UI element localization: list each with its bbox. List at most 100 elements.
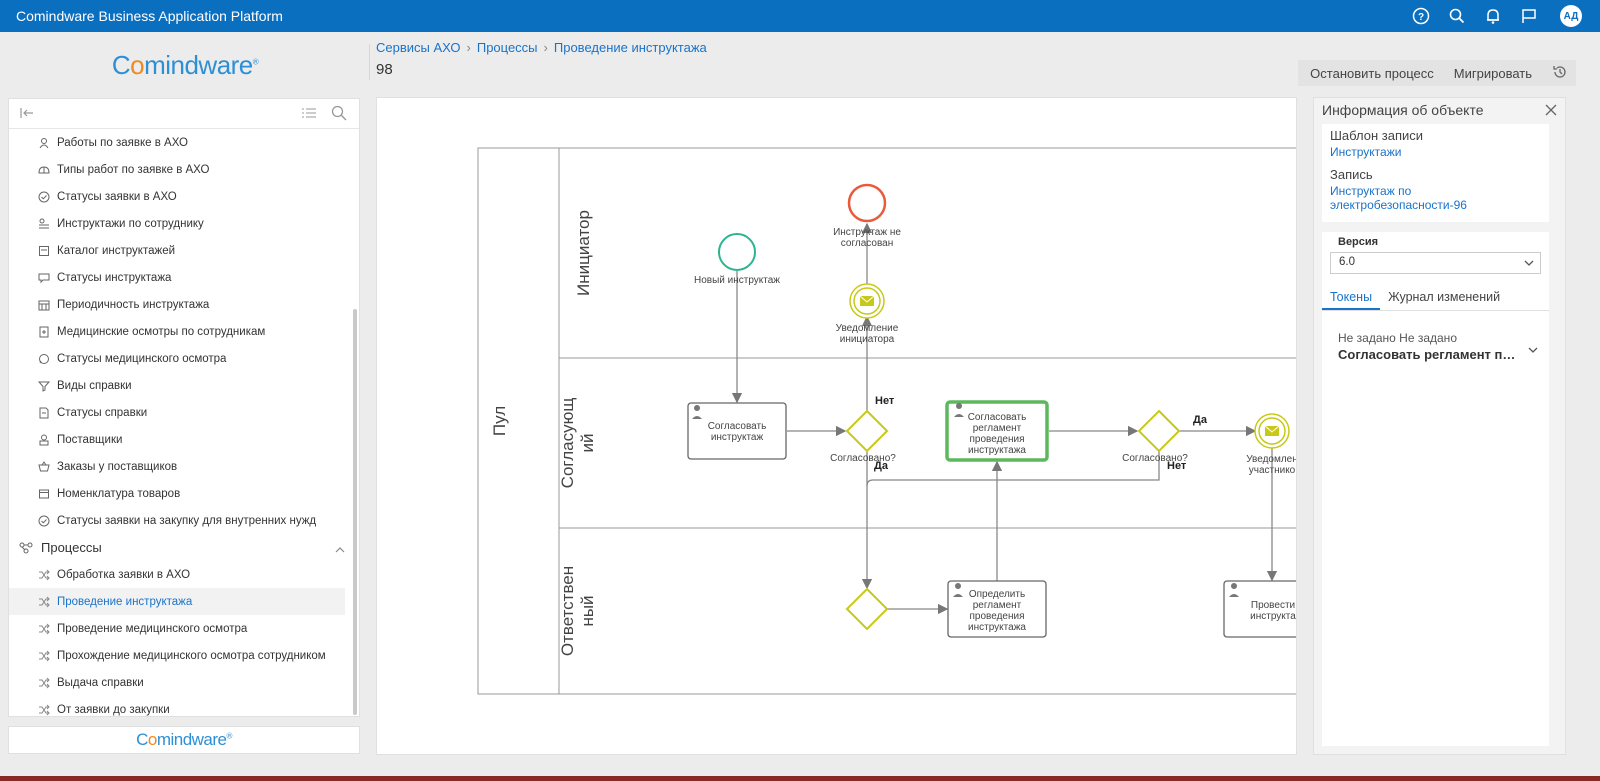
tab-change-log[interactable]: Журнал изменений — [1388, 290, 1501, 304]
sidebar-item-label: Проведение инструктажа — [57, 595, 193, 608]
search-icon[interactable] — [1446, 5, 1468, 27]
sidebar-item[interactable]: Виды справки — [9, 372, 359, 399]
gateway-responsible[interactable] — [845, 587, 889, 631]
gateway-approved-1[interactable] — [845, 409, 889, 453]
process-icon — [37, 595, 51, 609]
sidebar-item[interactable]: Статусы медицинского осмотра — [9, 345, 359, 372]
breadcrumb-item[interactable]: Процессы — [476, 40, 538, 55]
sidebar-item[interactable]: Инструктажи по сотруднику — [9, 210, 359, 237]
sidebar-item[interactable]: Номенклатура товаров — [9, 480, 359, 507]
end-event[interactable] — [847, 183, 887, 223]
flow-label-yes-2: Да — [1193, 414, 1208, 426]
flow-label-no-2: Нет — [1167, 460, 1187, 472]
footer-brand-logo[interactable]: Comindware® — [8, 726, 360, 754]
avatar[interactable]: АД — [1560, 5, 1582, 27]
sidebar-toolbar — [9, 99, 359, 129]
sidebar-scrollbar[interactable] — [353, 309, 357, 715]
sidebar-item[interactable]: Статусы инструктажа — [9, 264, 359, 291]
sidebar-item[interactable]: Статусы заявки на закупку для внутренних… — [9, 507, 359, 534]
top-bar: Comindware Business Application Platform… — [0, 0, 1600, 32]
breadcrumb-item[interactable]: Проведение инструктажа — [553, 40, 707, 55]
sidebar-item[interactable]: Медицинские осмотры по сотрудникам — [9, 318, 359, 345]
sidebar-item[interactable]: Заказы у поставщиков — [9, 453, 359, 480]
notify-initiator-event[interactable] — [849, 283, 885, 319]
sidebar-search-icon[interactable] — [331, 105, 347, 126]
brand-logo[interactable]: Comindware® — [111, 49, 259, 80]
action-toolbar: Остановить процесс Мигрировать — [1298, 60, 1576, 86]
sidebar-process-item[interactable]: Выдача справки — [9, 669, 359, 696]
flow-label-yes-1: Да — [874, 460, 889, 472]
calendar-icon — [37, 298, 51, 312]
chat-icon — [37, 271, 51, 285]
collapse-sidebar-icon[interactable] — [19, 106, 35, 125]
gateway-approved-2[interactable] — [1137, 409, 1181, 453]
sidebar-process-item[interactable]: Обработка заявки в АХО — [9, 561, 359, 588]
lane-responsible-label: Ответственный — [558, 566, 597, 656]
sidebar-item[interactable]: Работы по заявке в АХО — [9, 129, 359, 156]
sidebar-process-item[interactable]: Прохождение медицинского осмотра сотрудн… — [9, 642, 359, 669]
box-icon — [37, 487, 51, 501]
sidebar-item[interactable]: Периодичность инструктажа — [9, 291, 359, 318]
worker-icon — [37, 136, 51, 150]
lane-approver-label: Согласующий — [558, 398, 597, 489]
close-icon[interactable] — [1545, 103, 1557, 121]
sidebar-item[interactable]: Поставщики — [9, 426, 359, 453]
record-label: Запись — [1330, 167, 1373, 182]
app-title: Comindware Business Application Platform — [16, 8, 283, 24]
check-circle-icon — [37, 514, 51, 528]
sidebar-item[interactable]: Статусы справки — [9, 399, 359, 426]
sidebar-item-label: Прохождение медицинского осмотра сотрудн… — [57, 649, 326, 662]
record-link[interactable]: Инструктаж по электробезопасности-96 — [1330, 184, 1467, 212]
template-link[interactable]: Инструктажи — [1330, 145, 1402, 159]
person-list-icon — [37, 217, 51, 231]
sidebar-process-item[interactable]: Проведение инструктажа — [9, 588, 345, 615]
stop-process-button[interactable]: Остановить процесс — [1310, 65, 1434, 81]
chevron-right-icon: › — [543, 40, 548, 55]
sidebar-item[interactable]: Статусы заявки в АХО — [9, 183, 359, 210]
version-select[interactable]: 6.0 — [1330, 252, 1541, 274]
chevron-down-icon[interactable] — [1528, 341, 1538, 359]
start-event[interactable] — [718, 233, 756, 271]
history-icon[interactable] — [1552, 64, 1568, 83]
migrate-button[interactable]: Мигрировать — [1453, 65, 1532, 81]
helmet-icon — [37, 163, 51, 177]
process-icon — [37, 649, 51, 663]
list-view-icon[interactable] — [301, 106, 317, 125]
sidebar-item-label: Статусы справки — [57, 406, 148, 419]
sidebar-process-item[interactable]: Проведение медицинского осмотра — [9, 615, 359, 642]
filter-icon — [37, 379, 51, 393]
supplier-icon — [37, 433, 51, 447]
token-item[interactable]: Не задано Не задано Согласовать регламен… — [1338, 331, 1538, 362]
process-diagram-canvas[interactable]: Пул Инициатор Согласующий Ответственный … — [376, 97, 1297, 755]
sidebar-item-label: Обработка заявки в АХО — [57, 568, 191, 581]
tab-tokens[interactable]: Токены — [1322, 287, 1381, 310]
sidebar-process-item[interactable]: От заявки до закупки — [9, 696, 359, 716]
doc-icon — [37, 406, 51, 420]
process-icon — [37, 568, 51, 582]
bell-icon[interactable] — [1482, 5, 1504, 27]
process-icon — [37, 676, 51, 690]
svg-text:Инициатор: Инициатор — [574, 210, 593, 296]
flag-icon[interactable] — [1518, 5, 1540, 27]
sidebar-item[interactable]: Типы работ по заявке в АХО — [9, 156, 359, 183]
template-label: Шаблон записи — [1330, 128, 1424, 143]
svg-text:Ответственный: Ответственный — [558, 566, 597, 656]
notify-participant-event[interactable] — [1254, 413, 1290, 449]
help-icon[interactable]: ? — [1410, 5, 1432, 27]
sidebar-item-label: Виды справки — [57, 379, 132, 392]
chevron-right-icon: › — [466, 40, 471, 55]
chevron-up-icon[interactable] — [335, 542, 345, 557]
sidebar-group-processes[interactable]: Процессы — [9, 534, 359, 561]
sidebar-item-label: Заказы у поставщиков — [57, 460, 178, 473]
sidebar-item[interactable]: Каталог инструктажей — [9, 237, 359, 264]
breadcrumb-item[interactable]: Сервисы АХО — [376, 40, 461, 55]
